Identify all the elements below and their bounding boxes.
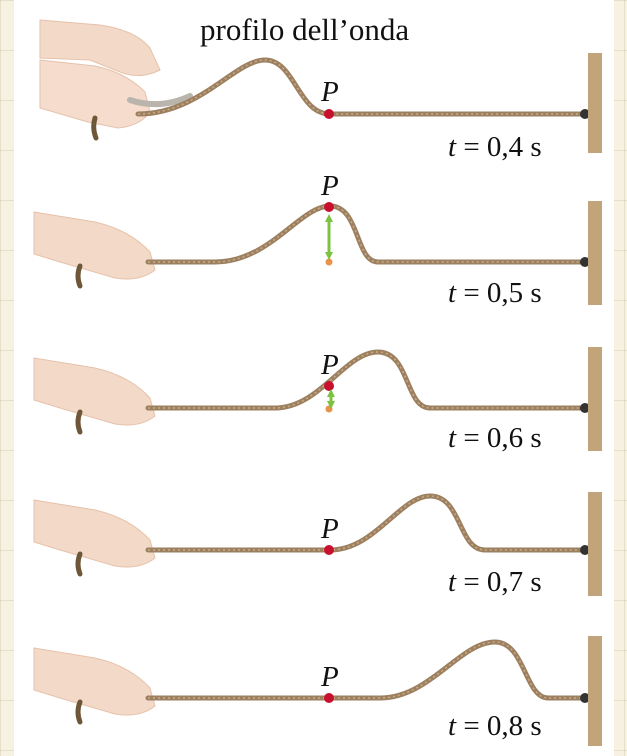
snapshot-2: P t = 0,5 s — [33, 170, 602, 309]
hand-4 — [33, 499, 156, 577]
point-p-4 — [324, 545, 334, 555]
wall-4 — [588, 492, 602, 596]
time-label-2: t = 0,5 s — [448, 277, 542, 309]
point-p-label-5: P — [320, 661, 339, 693]
rope-4 — [145, 493, 587, 553]
hand-2 — [33, 211, 156, 289]
snapshot-1: P t = 0,4 s — [39, 19, 602, 163]
rope-5 — [145, 639, 587, 701]
time-label-5: t = 0,8 s — [448, 710, 542, 742]
time-label-3: t = 0,6 s — [448, 422, 542, 454]
figure-title: profilo dell’onda — [200, 12, 410, 47]
hand-3 — [33, 357, 156, 435]
time-label-4: t = 0,7 s — [448, 566, 542, 598]
hand-1 — [39, 19, 193, 141]
knot-2 — [580, 257, 590, 267]
point-p-rest-3 — [325, 405, 333, 413]
rope-1 — [135, 57, 587, 117]
point-p-label-2: P — [320, 170, 339, 202]
point-p-label-3: P — [320, 349, 339, 381]
time-label-1: t = 0,4 s — [448, 131, 542, 163]
knot-5 — [580, 693, 590, 703]
point-p-rest-2 — [325, 258, 333, 266]
point-p-3 — [324, 381, 334, 391]
point-p-label-4: P — [320, 513, 339, 545]
wall-1 — [588, 53, 602, 153]
point-p-label-1: P — [320, 76, 339, 108]
point-p-5 — [324, 693, 334, 703]
point-p-2 — [324, 202, 334, 212]
wall-2 — [588, 201, 602, 305]
snapshot-4: P t = 0,7 s — [33, 492, 602, 598]
wall-5 — [588, 636, 602, 746]
knot-3 — [580, 403, 590, 413]
hand-5 — [33, 647, 156, 725]
point-p-1 — [324, 109, 334, 119]
rope-3 — [145, 349, 587, 411]
knot-1 — [580, 109, 590, 119]
knot-4 — [580, 545, 590, 555]
snapshot-5: P t = 0,8 s — [33, 636, 602, 746]
snapshot-3: P t = 0,6 s — [33, 347, 602, 454]
wall-3 — [588, 347, 602, 451]
